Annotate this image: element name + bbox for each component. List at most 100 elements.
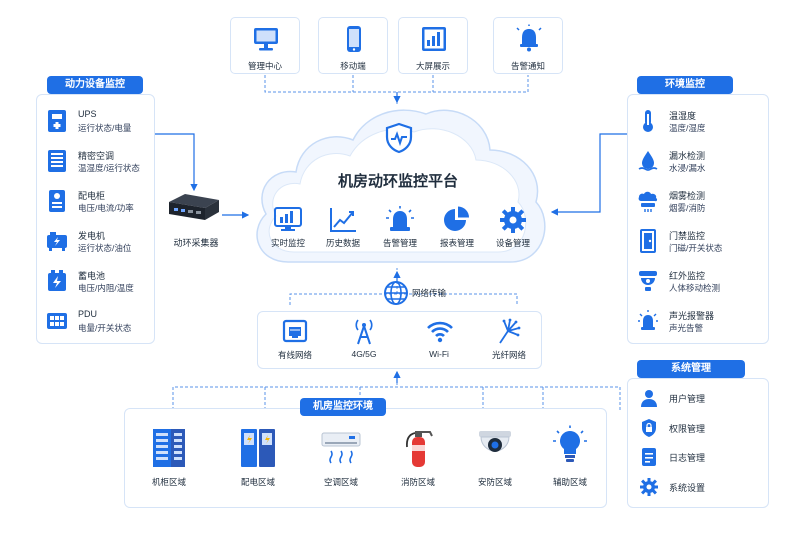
bell-icon (516, 24, 542, 52)
function-label: 设备管理 (495, 238, 530, 248)
system-panel-list: 用户管理 权限管理 日志管理 (627, 386, 769, 504)
pie-chart-icon (444, 206, 469, 231)
power-item-pdu[interactable]: PDU 电量/开关状态 (36, 305, 155, 339)
function-device-management[interactable]: 设备管理 (483, 205, 543, 255)
system-item-label: 用户管理 (669, 394, 706, 404)
platform-title: 机房动环监控平台 (337, 173, 458, 190)
function-realtime-monitor[interactable]: 实时监控 (258, 205, 318, 255)
top-client-label: 大屏展示 (415, 61, 450, 71)
realtime-monitor-icon (274, 207, 302, 231)
precision-ac-icon (48, 150, 66, 172)
power-item-ups[interactable]: UPS 运行状态/电量 (36, 105, 155, 139)
generator-icon (47, 232, 67, 251)
network-item-cellular[interactable]: 4G/5G (329, 317, 399, 365)
top-client-bigscreen[interactable]: 大屏展示 (398, 17, 468, 74)
env-item-name: 烟雾检测 (669, 191, 706, 201)
ups-icon (48, 110, 66, 132)
env-item-siren[interactable]: 声光报警器 声光告警 (627, 305, 769, 339)
distribution-cabinet-icon (49, 190, 65, 212)
thermometer-icon (643, 110, 653, 132)
lock-icon (642, 419, 656, 437)
room-item-fire[interactable]: 消防区域 (383, 425, 453, 495)
globe-icon (384, 281, 408, 305)
system-item-logs[interactable]: 日志管理 (627, 445, 769, 469)
function-alarm-management[interactable]: 告警管理 (370, 205, 430, 255)
system-item-settings[interactable]: 系统设置 (627, 475, 769, 499)
security-camera-icon (479, 431, 511, 452)
env-item-name: 声光报警器 (669, 311, 715, 321)
network-label: 有线网络 (277, 350, 312, 360)
gear-icon (500, 207, 526, 233)
env-item-door[interactable]: 门禁监控 门磁/开关状态 (627, 225, 769, 259)
power-item-desc: 运行状态/电量 (78, 123, 132, 133)
room-item-ac[interactable]: 空调区域 (306, 425, 376, 495)
room-label: 辅助区域 (552, 477, 587, 487)
server-rack-icon (153, 429, 185, 467)
env-item-desc: 烟雾/消防 (669, 203, 706, 213)
line-chart-icon (330, 208, 356, 232)
top-client-management[interactable]: 管理中心 (230, 17, 300, 74)
top-client-label: 移动端 (340, 61, 366, 71)
function-report-management[interactable]: 报表管理 (427, 205, 487, 255)
air-conditioner-icon (321, 432, 361, 464)
power-item-desc: 运行状态/油位 (78, 243, 132, 253)
env-panel-list: 温湿度 温度/湿度 漏水检测 水浸/漏水 烟雾检测 烟雾/消防 门禁监控 门磁/… (627, 105, 769, 341)
room-item-rack[interactable]: 机柜区域 (134, 425, 204, 495)
ethernet-port-icon (282, 319, 308, 343)
collector-device-icon (169, 194, 219, 220)
network-item-wifi[interactable]: Wi-Fi (404, 317, 474, 365)
power-item-generator[interactable]: 发电机 运行状态/油位 (36, 225, 155, 259)
wifi-icon (427, 321, 453, 343)
network-label: Wi-Fi (429, 349, 449, 359)
network-item-wired[interactable]: 有线网络 (260, 317, 330, 365)
battery-icon (48, 270, 66, 291)
room-panel (124, 408, 607, 508)
env-item-desc: 温度/湿度 (669, 123, 706, 133)
env-item-desc: 人体移动检测 (669, 283, 721, 293)
network-label: 4G/5G (351, 349, 377, 359)
fire-extinguisher-icon (406, 431, 433, 467)
env-item-smoke[interactable]: 烟雾检测 烟雾/消防 (627, 185, 769, 219)
room-item-auxiliary[interactable]: 辅助区域 (535, 425, 605, 495)
power-item-name: PDU (78, 309, 98, 319)
alarm-light-icon (386, 206, 414, 231)
system-item-permissions[interactable]: 权限管理 (627, 416, 769, 440)
power-item-name: UPS (78, 109, 97, 119)
room-panel-title: 机房监控环境 (300, 398, 386, 416)
system-panel-title: 系统管理 (637, 360, 745, 378)
power-item-distribution[interactable]: 配电柜 电压/电流/功率 (36, 185, 155, 219)
system-item-users[interactable]: 用户管理 (627, 386, 769, 410)
top-client-alarm[interactable]: 告警通知 (493, 17, 563, 74)
infrared-sensor-icon (639, 271, 657, 291)
env-item-water-leak[interactable]: 漏水检测 水浸/漏水 (627, 145, 769, 179)
env-item-desc: 水浸/漏水 (669, 163, 706, 173)
env-item-name: 漏水检测 (669, 151, 706, 161)
power-item-ac[interactable]: 精密空调 温湿度/运行状态 (36, 145, 155, 179)
env-item-name: 门禁监控 (669, 231, 706, 241)
function-history-data[interactable]: 历史数据 (313, 205, 373, 255)
env-item-name: 红外监控 (669, 271, 706, 281)
env-item-infrared[interactable]: 红外监控 人体移动检测 (627, 265, 769, 299)
power-item-battery[interactable]: 蓄电池 电压/内阻/温度 (36, 265, 155, 299)
env-item-name: 温湿度 (669, 111, 697, 121)
room-item-security[interactable]: 安防区域 (460, 425, 530, 495)
room-item-power[interactable]: 配电区域 (223, 425, 293, 495)
network-item-fiber[interactable]: 光纤网络 (474, 317, 544, 365)
mobile-phone-icon (347, 26, 361, 52)
power-item-name: 蓄电池 (78, 271, 106, 281)
light-bulb-icon (553, 425, 587, 462)
network-title: 网络传输 (412, 288, 447, 298)
env-item-temp-humidity[interactable]: 温湿度 温度/湿度 (627, 105, 769, 139)
top-client-mobile[interactable]: 移动端 (318, 17, 388, 74)
power-item-name: 发电机 (78, 231, 106, 241)
water-leak-icon (638, 151, 658, 171)
top-client-label: 管理中心 (247, 61, 282, 71)
door-access-icon (640, 229, 656, 253)
room-label: 安防区域 (477, 477, 512, 487)
system-item-label: 日志管理 (669, 453, 706, 463)
power-item-desc: 电压/电流/功率 (78, 203, 134, 213)
power-item-desc: 电量/开关状态 (78, 323, 132, 333)
function-label: 告警管理 (382, 238, 417, 248)
user-icon (641, 390, 657, 407)
